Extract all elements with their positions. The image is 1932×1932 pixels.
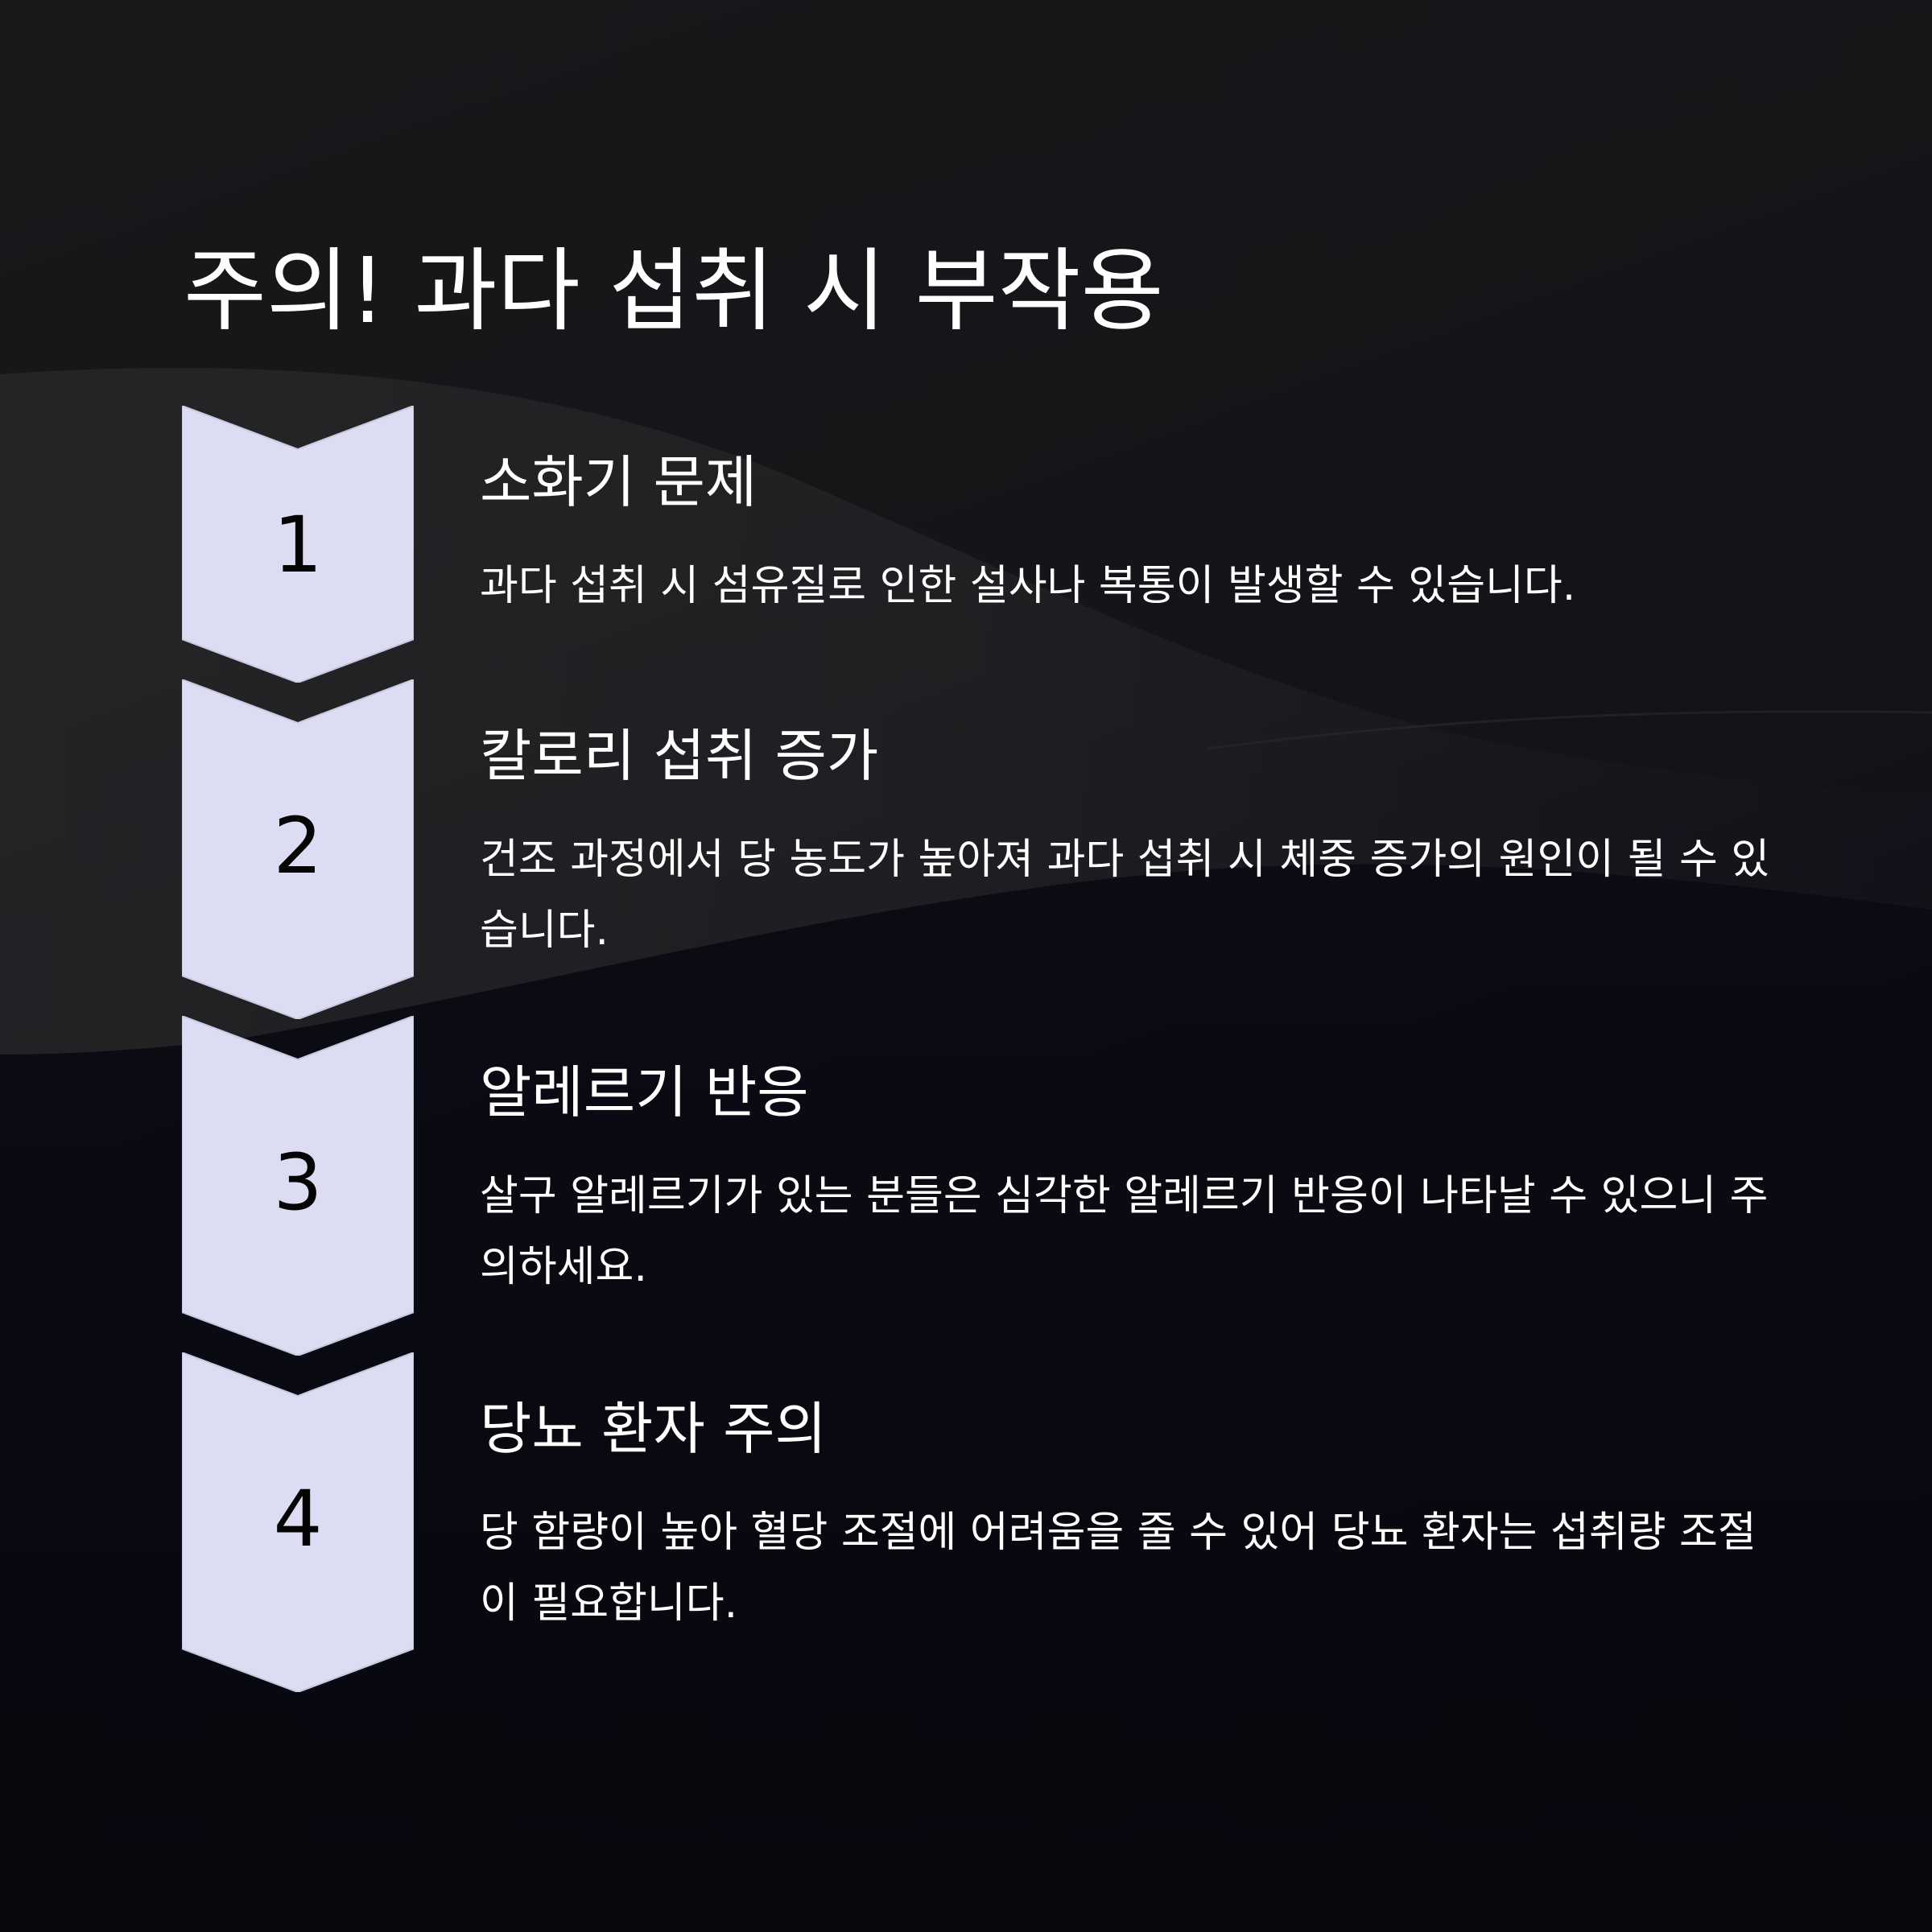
step-1-description: 과다 섭취 시 섬유질로 인한 설사나 복통이 발생할 수 있습니다. bbox=[480, 562, 1576, 610]
step-3-text: 알레르기 반응 살구 알레르기가 있는 분들은 심각한 알레르기 반응이 나타날… bbox=[480, 1056, 1784, 1302]
step-2-description: 건조 과정에서 당 농도가 높아져 과다 섭취 시 체중 증가의 원인이 될 수… bbox=[480, 836, 1770, 955]
step-4-description: 당 함량이 높아 혈당 조절에 어려움을 줄 수 있어 당뇨 환자는 섭취량 조… bbox=[480, 1509, 1757, 1628]
step-3-description: 살구 알레르기가 있는 분들은 심각한 알레르기 반응이 나타날 수 있으니 주… bbox=[480, 1172, 1769, 1291]
step-3-heading: 알레르기 반응 bbox=[480, 1059, 809, 1125]
step-3-number: 3 bbox=[273, 1137, 323, 1228]
step-2-text: 칼로리 섭취 증가 건조 과정에서 당 농도가 높아져 과다 섭취 시 체중 증… bbox=[480, 720, 1784, 966]
page-title: 주의! 과다 섭취 시 부작용 bbox=[184, 239, 1164, 344]
step-4-number: 4 bbox=[273, 1474, 323, 1564]
chevron-shape bbox=[182, 406, 414, 683]
step-4-heading: 당뇨 환자 주의 bbox=[480, 1396, 827, 1462]
step-4-text: 당뇨 환자 주의 당 함량이 높아 혈당 조절에 어려움을 줄 수 있어 당뇨 … bbox=[480, 1393, 1784, 1639]
chevron-shape bbox=[182, 1016, 414, 1356]
step-2-chevron: 2 bbox=[182, 679, 414, 1019]
step-4-chevron: 4 bbox=[182, 1352, 414, 1692]
step-3-chevron: 3 bbox=[182, 1016, 414, 1356]
step-2-number: 2 bbox=[273, 801, 323, 891]
chevron-shape bbox=[182, 679, 414, 1019]
step-1-heading: 소화기 문제 bbox=[480, 449, 758, 515]
step-2-heading: 칼로리 섭취 증가 bbox=[480, 723, 879, 789]
step-1-text: 소화기 문제 과다 섭취 시 섬유질로 인한 설사나 복통이 발생할 수 있습니… bbox=[480, 446, 1784, 621]
step-1-chevron: 1 bbox=[182, 406, 414, 683]
chevron-shape bbox=[182, 1352, 414, 1692]
step-1-number: 1 bbox=[273, 500, 323, 590]
